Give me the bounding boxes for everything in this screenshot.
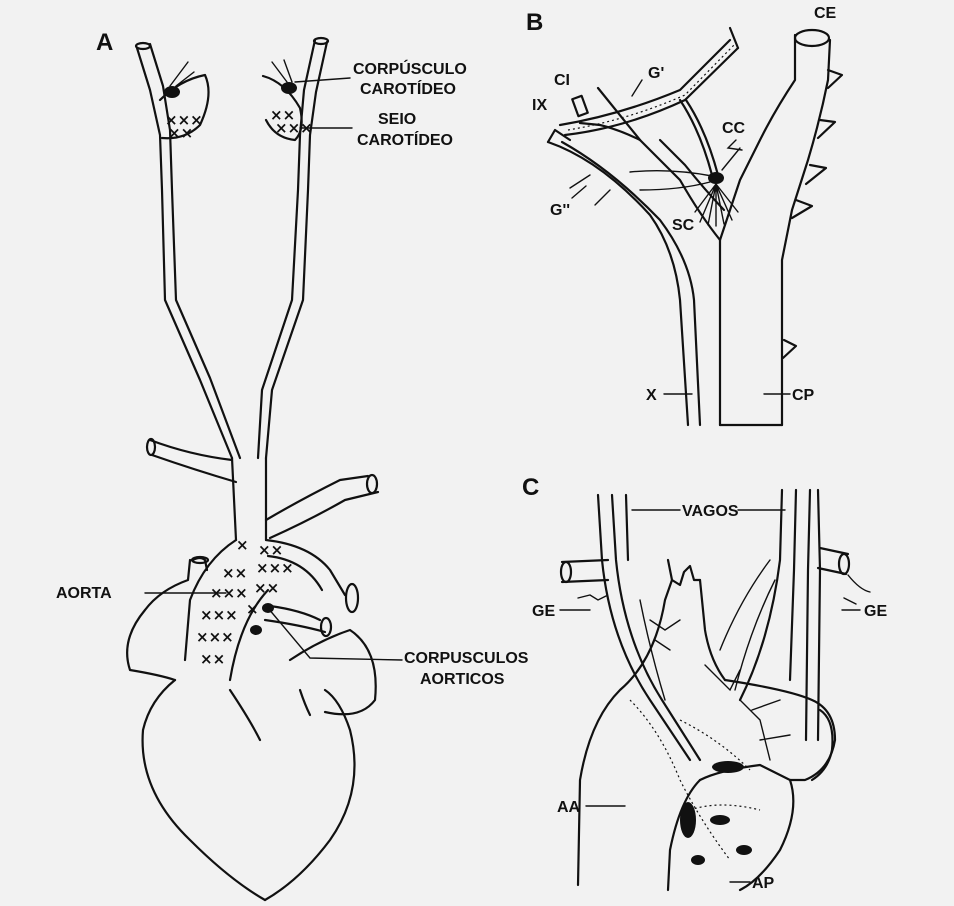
label-ap: AP <box>752 875 775 892</box>
label-aorta: AORTA <box>56 585 112 602</box>
label-seio-carotideo-1: SEIO <box>378 111 416 128</box>
panel-b-letter: B <box>526 9 543 36</box>
panel-c-letter: C <box>522 474 539 501</box>
svg-text:×: × <box>236 536 249 554</box>
label-corpusculos-aorticos-1: CORPUSCULOS <box>404 650 529 667</box>
aortic-bodies-c <box>630 620 790 865</box>
label-sc: SC <box>672 217 695 234</box>
svg-text:××: ×× <box>254 579 279 597</box>
common-carotid <box>720 30 842 425</box>
label-ge-right: GE <box>864 603 887 620</box>
carotid-sinus-marks: ××× ×× ×× ××× <box>165 106 313 142</box>
svg-text:×××: ××× <box>196 628 234 646</box>
label-ge-left: GE <box>532 603 555 620</box>
carotid-arteries <box>136 38 328 458</box>
aortic-marks: × ×× ×× ××× ××× ×× ××× × ××× ×× <box>196 536 294 668</box>
vagus-nerves-c <box>598 490 820 760</box>
label-corpusculo-carotideo-2: CAROTÍDEO <box>360 79 456 98</box>
label-cc: CC <box>722 120 746 137</box>
label-ci: CI <box>554 72 570 89</box>
panel-c: C <box>522 474 887 892</box>
subclavian-vessels <box>561 548 870 592</box>
label-corpusculos-aorticos-2: AORTICOS <box>420 671 505 688</box>
label-ix: IX <box>532 97 547 114</box>
aortic-arch-c <box>578 560 835 890</box>
label-cp: CP <box>792 387 815 404</box>
svg-text:××: ×× <box>200 650 225 668</box>
panel-a-labels: CORPÚSCULO CAROTÍDEO SEIO CAROTÍDEO AORT… <box>56 59 529 688</box>
label-g2: G'' <box>550 202 570 219</box>
label-corpusculo-carotideo-1: CORPÚSCULO <box>353 59 467 78</box>
svg-text:××: ×× <box>168 124 193 142</box>
svg-text:×: × <box>246 600 259 618</box>
carotid-bodies <box>164 60 297 98</box>
panel-a-letter: A <box>96 29 113 56</box>
label-g1: G' <box>648 65 664 82</box>
svg-text:×××: ××× <box>200 606 238 624</box>
label-vagos: VAGOS <box>682 503 739 520</box>
svg-text:×××: ××× <box>256 559 294 577</box>
label-x: X <box>646 387 657 404</box>
label-ce: CE <box>814 5 837 22</box>
vagus-nerve-b <box>548 130 700 425</box>
sympathetic-ganglia <box>578 595 856 604</box>
panel-a: A ××× ×× ×× ××× <box>56 29 529 900</box>
panel-b: B <box>526 5 842 425</box>
svg-text:××: ×× <box>222 564 247 582</box>
svg-text:××: ×× <box>258 541 283 559</box>
label-seio-carotideo-2: CAROTÍDEO <box>357 130 453 149</box>
label-aa: AA <box>557 799 581 816</box>
